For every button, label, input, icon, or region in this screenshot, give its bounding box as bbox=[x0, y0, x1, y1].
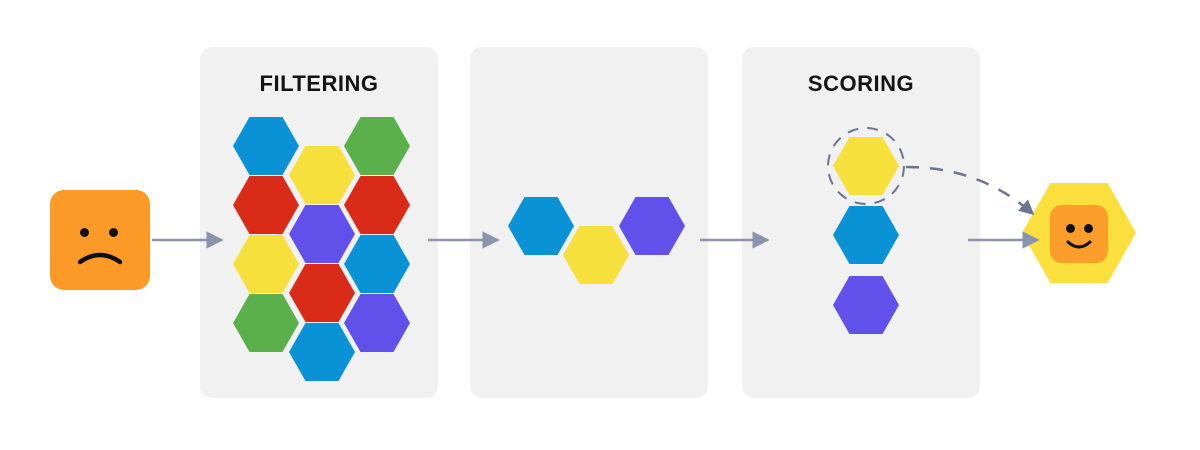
panel-title-filtering: FILTERING bbox=[259, 71, 379, 96]
panel-scoring: SCORING bbox=[742, 47, 980, 398]
hexagon-scoring-blue-1[interactable] bbox=[833, 206, 899, 264]
hexagon-filtering-red-4[interactable] bbox=[344, 176, 410, 234]
input-eye-right bbox=[109, 228, 118, 237]
output-eye-right bbox=[1084, 224, 1093, 233]
hexagon-filtering-yellow-2[interactable] bbox=[289, 146, 355, 204]
hexagon-filtering-purple-5[interactable] bbox=[289, 205, 355, 263]
hexagon-middle-purple-2[interactable] bbox=[619, 197, 685, 255]
input-eye-left bbox=[80, 228, 89, 237]
hexagon-middle-blue-0[interactable] bbox=[508, 197, 574, 255]
hexagon-filtering-red-3[interactable] bbox=[233, 176, 299, 234]
output-result-tile[interactable] bbox=[1050, 205, 1108, 263]
output-eye-left bbox=[1066, 224, 1075, 233]
input-query-tile[interactable] bbox=[50, 190, 150, 290]
panel-title-scoring: SCORING bbox=[807, 71, 915, 96]
